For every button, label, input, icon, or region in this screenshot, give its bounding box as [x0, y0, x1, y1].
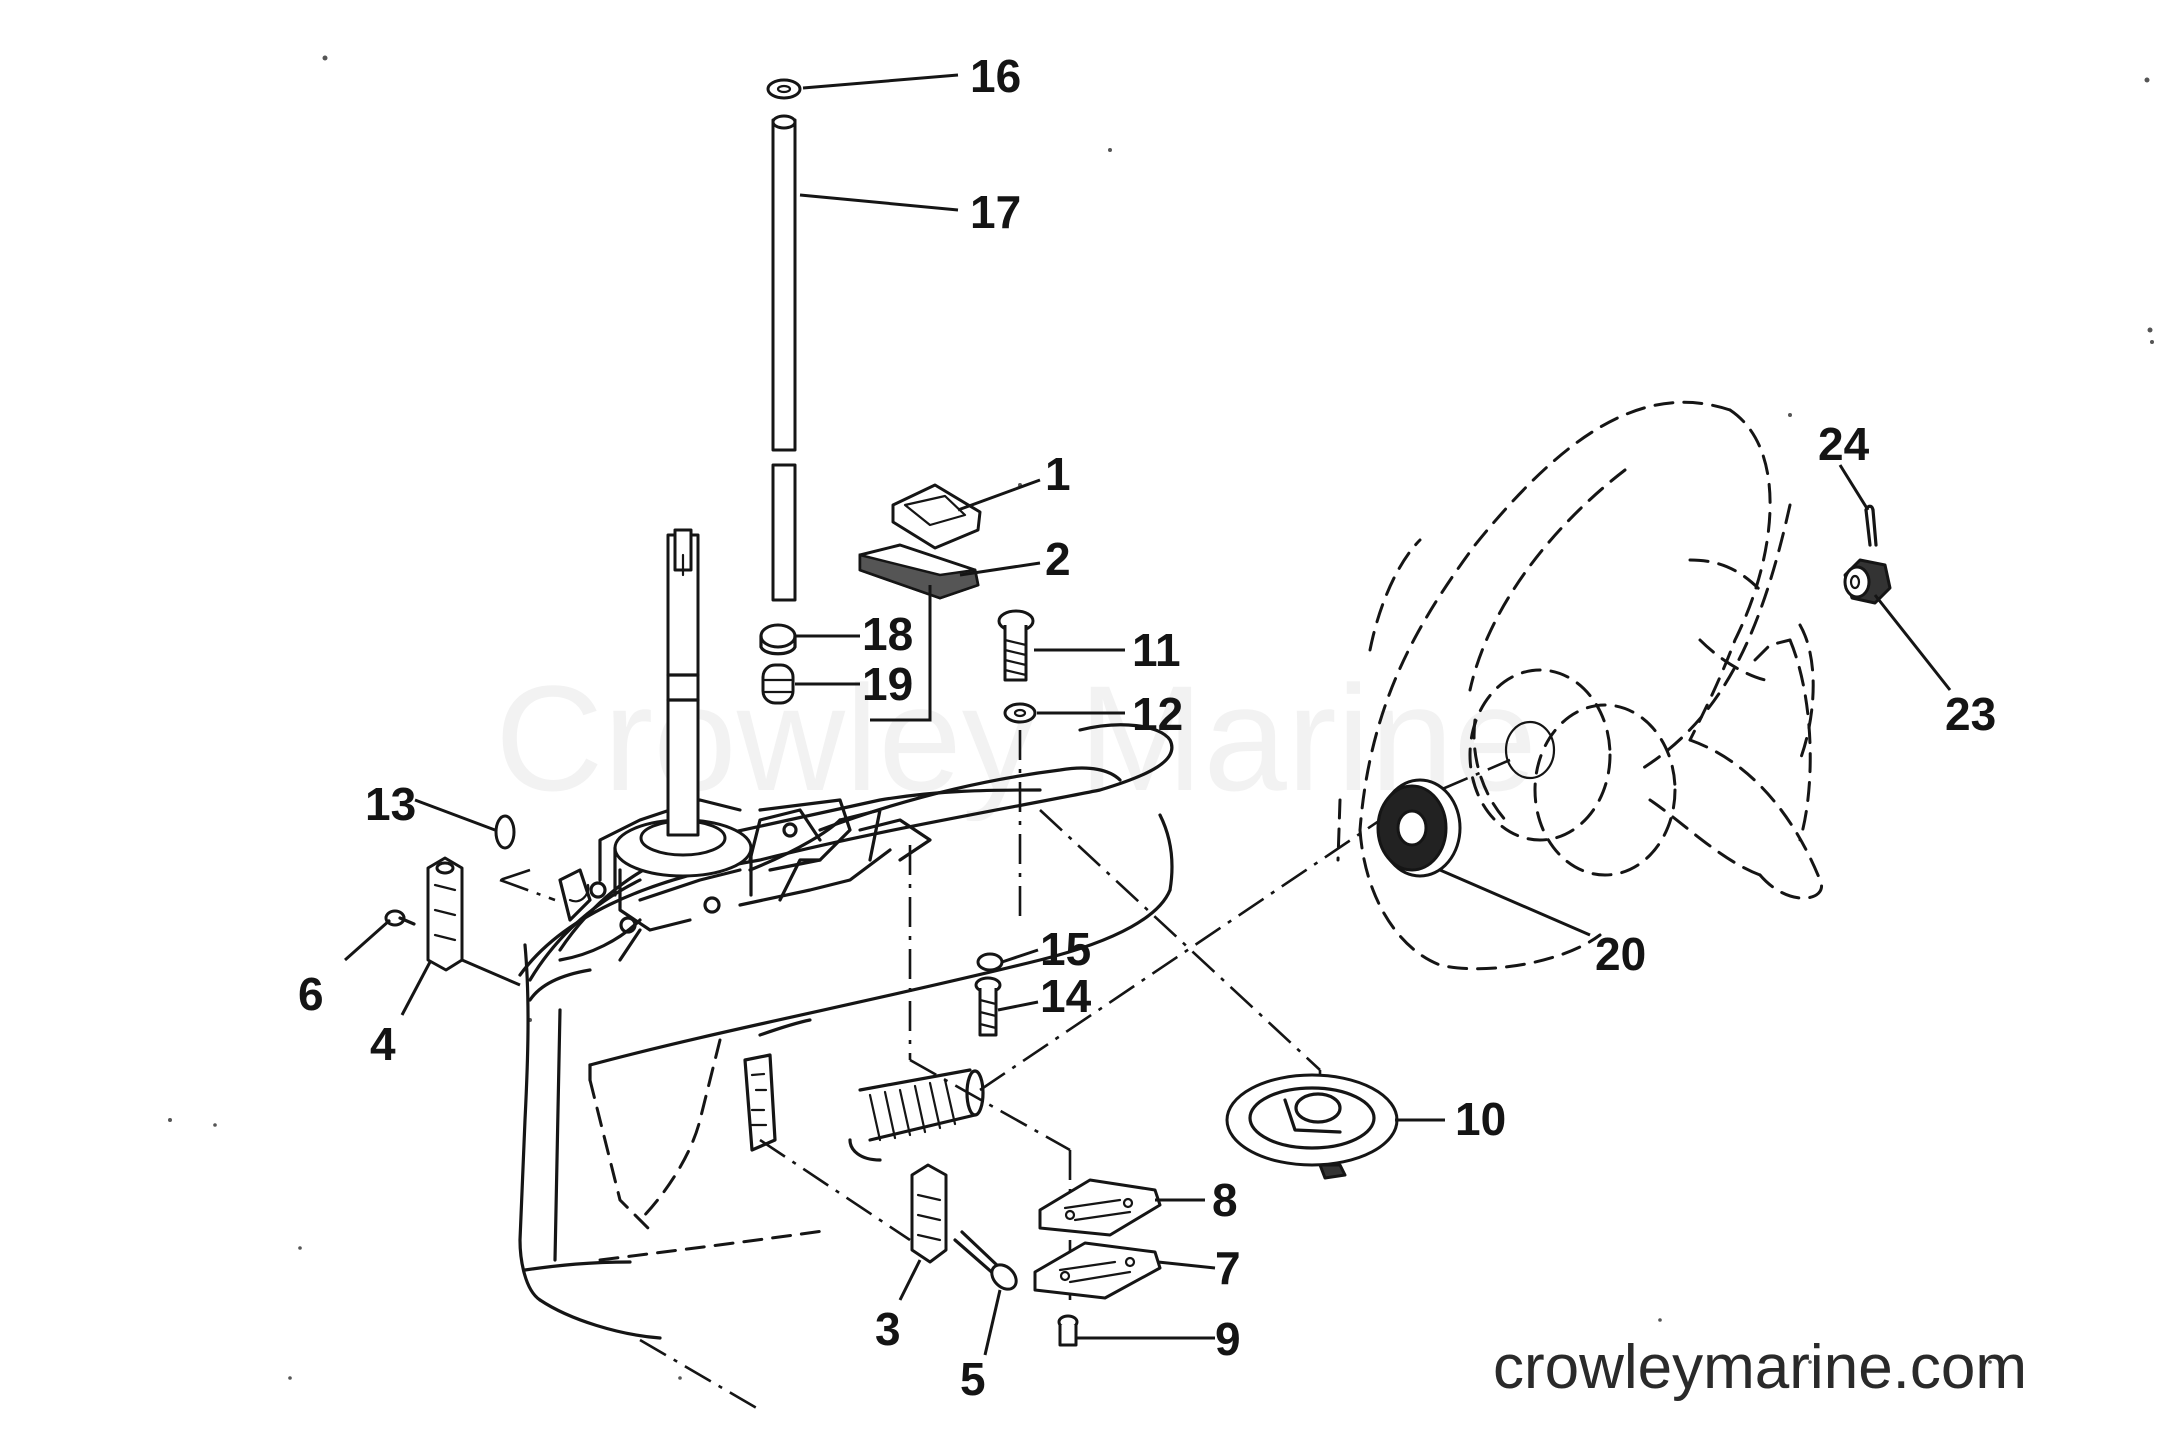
label-10: 10	[1455, 1093, 1506, 1145]
leader-lines	[344, 73, 1952, 1356]
label-20: 20	[1595, 928, 1646, 980]
part-2-anode	[858, 543, 980, 600]
part-11-screw	[997, 609, 1035, 682]
part-19-seal	[761, 663, 795, 705]
callout-labels: 16 17 1 2 18 19 11 12 24 23 13 6 4 15 14…	[298, 50, 1996, 1405]
label-5: 5	[960, 1353, 986, 1405]
part-3-anode	[910, 1163, 948, 1264]
label-8: 8	[1212, 1174, 1238, 1226]
part-16-cap	[766, 78, 802, 100]
label-23: 23	[1945, 688, 1996, 740]
part-7-gasket	[1033, 1241, 1162, 1300]
label-9: 9	[1215, 1313, 1241, 1365]
part-14-screw	[974, 976, 1002, 1037]
label-7: 7	[1215, 1242, 1241, 1294]
label-15: 15	[1040, 923, 1091, 975]
label-4: 4	[370, 1018, 396, 1070]
label-3: 3	[875, 1303, 901, 1355]
part-18-bushing	[759, 623, 797, 656]
label-2: 2	[1045, 533, 1071, 585]
label-16: 16	[970, 50, 1021, 102]
part-13-oring	[494, 814, 516, 850]
part-20-thrust-washer	[1376, 778, 1462, 878]
label-14: 14	[1040, 970, 1092, 1022]
label-11: 11	[1132, 624, 1181, 676]
label-18: 18	[862, 608, 913, 660]
part-8-cover-plate	[1038, 1178, 1162, 1237]
part-15-washer	[976, 952, 1004, 972]
label-17: 17	[970, 186, 1021, 238]
site-url: crowleymarine.com	[1493, 1333, 2027, 1402]
part-5-screw	[953, 1230, 1018, 1291]
part-9-screw	[1057, 1314, 1079, 1347]
print-specks	[168, 55, 2154, 1380]
part-4-anode	[426, 856, 464, 972]
label-24: 24	[1818, 418, 1870, 470]
label-19: 19	[862, 658, 913, 710]
part-12-washer	[1003, 702, 1037, 724]
label-12: 12	[1132, 688, 1183, 740]
part-23-prop-nut	[1843, 558, 1892, 605]
propeller-phantom	[1336, 400, 1824, 971]
part-6-screw	[384, 909, 416, 927]
part-24-cotter-pin	[1864, 504, 1878, 547]
part-10-trim-cover	[1225, 1073, 1399, 1180]
part-1-anode	[891, 483, 982, 550]
label-13: 13	[365, 778, 416, 830]
label-6: 6	[298, 968, 324, 1020]
gearcase-housing	[518, 114, 1174, 1340]
label-1: 1	[1045, 448, 1071, 500]
